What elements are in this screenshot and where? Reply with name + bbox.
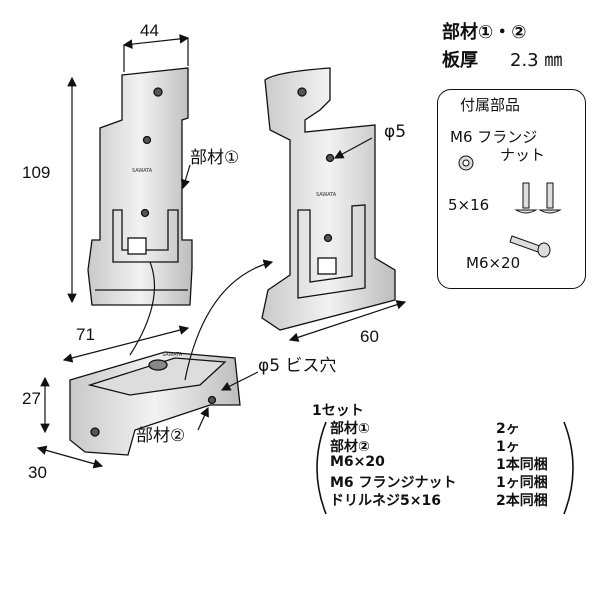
drill-screw-icon [514,182,562,214]
spec-thickness-label: 板厚 [442,50,478,71]
list-item-qty: 1ヶ同梱 [496,475,548,491]
part1-bracket-side [261,67,396,331]
list-item: M6×20 [330,454,385,470]
dim-width-small: 30 [28,463,47,482]
bolt-icon [509,235,551,258]
accessory-icons [458,155,562,258]
list-item: ドリルネジ5×16 [330,493,441,509]
list-item-qty: 1ヶ [496,439,520,455]
label-hole1: φ5 [384,122,407,142]
list-item: 部材① [330,421,370,437]
svg-text:SAWATA: SAWATA [132,168,153,174]
dim-depth-left: 71 [76,325,95,344]
svg-text:SAWATA: SAWATA [316,192,337,198]
dim-depth-right: 60 [360,327,379,346]
list-item-qty: 2本同梱 [496,493,548,509]
list-item: 部材② [330,439,370,455]
dim-width-top: 44 [140,21,159,40]
label-part1: 部材① [190,148,240,168]
screw-label: 5×16 [448,196,490,214]
svg-text:SAWATA: SAWATA [162,352,183,358]
dim-height: 109 [22,163,51,182]
part1-bracket [87,67,193,306]
list-item: M6 フランジナット [330,475,457,491]
set-title: 1セット [312,403,364,419]
nut-label-line1: M6 フランジ [450,128,538,146]
list-item-qty: 2ヶ [496,421,520,437]
accessories-title: 付属部品 [460,96,521,114]
accessories-box: 付属部品 M6 フランジ ナット 5×16 M6×20 [437,89,586,289]
spec-thickness-value: 2.3 ㎜ [510,50,563,71]
label-part2: 部材② [136,426,186,446]
list-item-qty: 1本同梱 [496,457,548,473]
bolt-label: M6×20 [466,254,521,272]
nut-label-line2: ナット [500,146,546,164]
dim-height-small: 27 [22,389,41,408]
label-hole2: φ5 ビス穴 [258,356,337,376]
flange-nut-icon [458,155,474,171]
spec-parts: 部材①・② [442,22,527,43]
